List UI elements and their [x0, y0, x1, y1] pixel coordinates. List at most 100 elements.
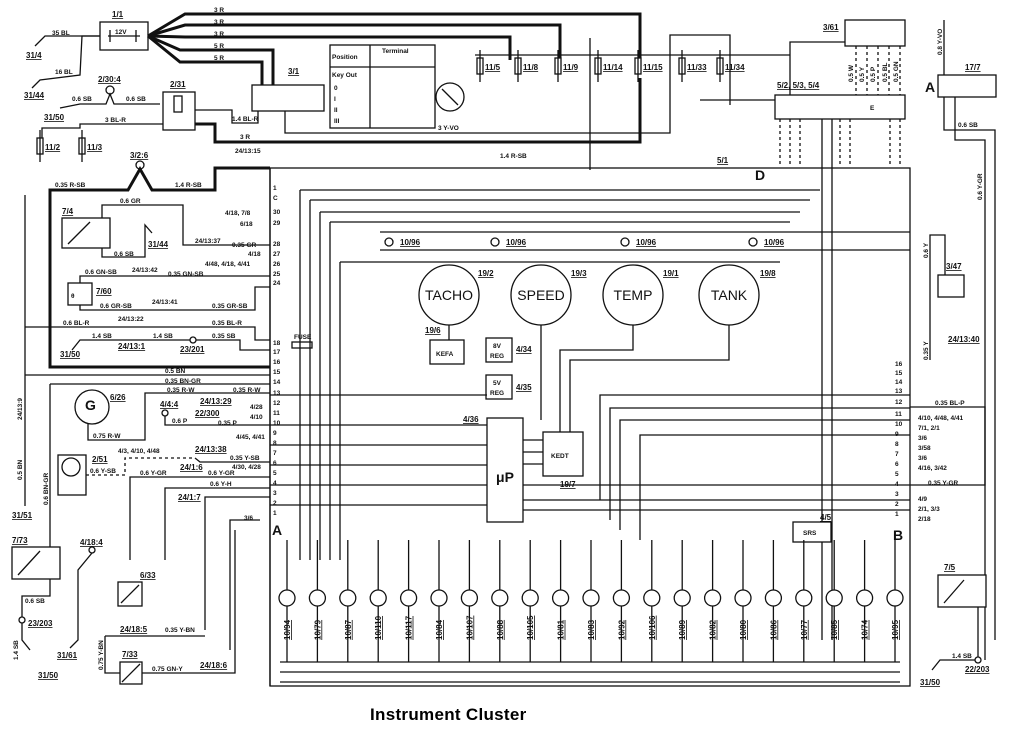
- wire-r-sb: [48, 165, 270, 195]
- relay-ref: 2/31: [170, 80, 186, 89]
- pin-ref: 4/48, 4/18, 4/41: [205, 261, 251, 268]
- diag-connector-17-7: [937, 74, 997, 98]
- switch-ref: 3/2:6: [130, 151, 149, 160]
- pin-ref: 3/6: [918, 455, 927, 462]
- indicator-lamp: 10/83: [582, 540, 600, 662]
- wire-label: 3 R: [214, 19, 224, 26]
- mp-ref: 4/36: [463, 415, 479, 424]
- indicator-ref: 10/83: [587, 619, 596, 640]
- fuse-11-2: 11/2: [36, 130, 61, 162]
- internal-bus: [300, 189, 820, 263]
- wire-label: 1.4 SB: [13, 640, 20, 660]
- indicator-lamp: 10/89: [673, 540, 691, 662]
- pin-ref: 4/3, 4/10, 4/48: [118, 448, 160, 455]
- wire-y-gr: [954, 97, 986, 660]
- module-dashed-wires: [779, 119, 901, 165]
- pin: 3: [273, 490, 277, 497]
- switch-3-47: [937, 274, 965, 298]
- pin: 25: [273, 271, 281, 278]
- fuse-11-14: 11/14: [594, 50, 623, 82]
- sensor-ref: 7/73: [12, 536, 28, 545]
- pin-ref: 4/18:4: [80, 538, 103, 547]
- wire-label: 0.6 SB: [114, 251, 134, 258]
- wire-0-6-gr: [101, 204, 270, 246]
- fuse-ref: 11/33: [687, 63, 707, 72]
- kedt-module: [542, 431, 584, 477]
- reg-ref: 4/35: [516, 383, 532, 392]
- kefa-label: KEFA: [436, 351, 454, 358]
- indicator-ref: 10/88: [496, 619, 505, 640]
- horn-ref: 2/51: [92, 455, 108, 464]
- wire-label: 0.6 GR-SB: [100, 303, 132, 310]
- gauge-ref: 19/2: [478, 269, 494, 278]
- wire-y-sb-dash: [86, 457, 195, 476]
- pin-ref: 4/28: [250, 404, 263, 411]
- position-row: III: [334, 118, 340, 125]
- pin: 14: [273, 379, 281, 386]
- lamp-10-96-1: 10/96: [384, 237, 421, 247]
- wire-label: 0.35 Y-GR: [928, 480, 959, 487]
- pin-ref: 4/10, 4/48, 4/41: [918, 415, 964, 422]
- pin: 10: [273, 420, 281, 427]
- position-row: Key Out: [332, 72, 358, 79]
- indicator-lamp: 10/82: [703, 540, 722, 662]
- pin: 6: [273, 460, 277, 467]
- wire-label: 3 R: [240, 134, 250, 141]
- wire-frame-left: [48, 195, 270, 369]
- wire-0-6-sb: [943, 97, 996, 640]
- indicator-ref: 10/110: [374, 615, 383, 640]
- wire-label: 0.6 SB: [958, 122, 978, 129]
- wire-3r-2: [147, 23, 562, 60]
- cluster-frame: [269, 167, 911, 687]
- internal-right-wires: [523, 439, 910, 511]
- wire-5r-2: [147, 34, 264, 85]
- wire-label: 3 R: [214, 31, 224, 38]
- wire-gr-sb: [79, 286, 270, 311]
- wire-1-4-bl-r: [195, 109, 259, 124]
- wire-5r-1: [147, 34, 275, 85]
- ignition-switch: [251, 84, 325, 112]
- gauge-temp: TEMP 19/1: [602, 264, 679, 326]
- module-dashed-wires: [855, 46, 901, 95]
- module-5-2: [774, 94, 906, 120]
- wire-label: 0.35 BN-GR: [165, 378, 201, 385]
- gauge-tacho: TACHO 19/2: [418, 264, 494, 326]
- pin: 12: [895, 399, 903, 406]
- wire-label: 0.6 Y-GR: [140, 470, 167, 477]
- switch-ref: 3/47: [946, 262, 962, 271]
- wire-16bl: [31, 35, 100, 89]
- wire-label: 0.35 R-SB: [55, 182, 86, 189]
- wire-label: 0.35 GR-SB: [212, 303, 248, 310]
- pin: 26: [273, 261, 281, 268]
- pin-ref: 2/1, 3/3: [918, 506, 940, 513]
- wire-label: 0.75 GN-Y: [152, 666, 183, 673]
- pin: 17: [273, 349, 281, 356]
- wire-label: 0.6 Y-GR: [977, 173, 984, 200]
- pin-ref: 6/18: [240, 221, 253, 228]
- wire-label: 5 R: [214, 55, 224, 62]
- fuse-ref: 11/8: [523, 63, 539, 72]
- indicator-lamp: 10/86: [764, 540, 783, 662]
- indicator-lamp: 10/110: [369, 540, 387, 662]
- fuse-11-34: 11/34: [716, 50, 745, 82]
- wire-label: 22/203: [965, 665, 990, 674]
- indicator-ref: 10/87: [344, 619, 353, 640]
- wire-label: 23/201: [180, 345, 205, 354]
- indicator-ref: 10/82: [709, 619, 718, 640]
- indicator-lamp: 10/88: [491, 540, 509, 662]
- srs-label: SRS: [803, 530, 817, 537]
- wire-label: 1.4 R-SB: [175, 182, 202, 189]
- pin-ref: 4/9: [918, 496, 927, 503]
- sensor-ref: 6/33: [140, 571, 156, 580]
- pin: 29: [273, 220, 281, 227]
- lamp-ref: 10/96: [764, 238, 785, 247]
- wire-label: 0.6 Y: [923, 242, 930, 258]
- switch-ref: 2/30:4: [98, 75, 121, 84]
- sensor-7-4: [61, 217, 111, 249]
- right-wires: [599, 394, 910, 540]
- indicator-ref: 10/105: [526, 615, 535, 640]
- fuse-11-5: 11/5: [476, 50, 501, 82]
- pin-ref: 3/6: [918, 435, 927, 442]
- indicator-ref: 10/81: [557, 619, 566, 640]
- internal-left-wires: [270, 394, 487, 506]
